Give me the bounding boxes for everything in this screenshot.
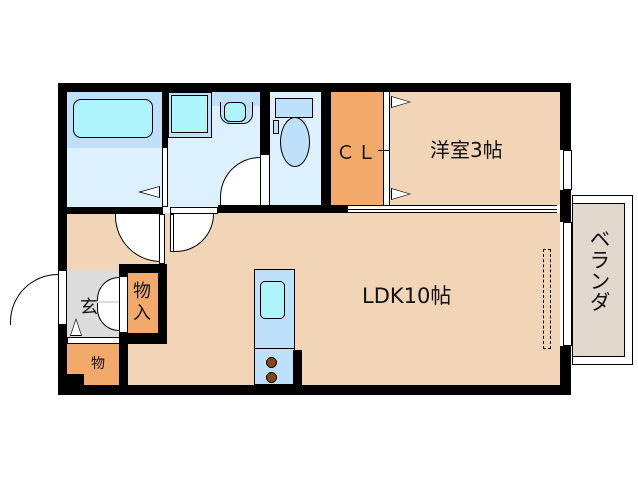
burner-icon-2 (266, 372, 277, 383)
closet-door-panel[interactable] (383, 92, 390, 205)
wall-left-lower (58, 325, 67, 395)
storage-1-floor (128, 273, 158, 333)
wall-wet-ldk-1 (58, 207, 163, 214)
washroom-door[interactable] (170, 207, 218, 214)
western-room-floor (390, 92, 560, 205)
ldk-door-left[interactable] (159, 214, 165, 264)
wall-toilet-closet (321, 92, 331, 213)
kitchen-sink-icon (260, 281, 285, 319)
washing-machine-icon (171, 95, 208, 133)
wall-bath-washroom (162, 92, 168, 147)
entrance-label: 玄 (80, 297, 98, 318)
wall-top (58, 83, 571, 92)
bathtub-icon (73, 99, 153, 138)
toilet-door[interactable] (260, 154, 270, 207)
sliding-door-divider (347, 209, 557, 210)
wall-storage1-bottom (119, 333, 167, 344)
front-door[interactable] (58, 270, 67, 325)
storage-1-door[interactable] (119, 276, 128, 333)
ldk-door-right[interactable] (170, 214, 174, 252)
entrance-step (67, 337, 121, 344)
ldk-label: LDK10帖 (362, 284, 452, 308)
wall-kitchen-stub (293, 350, 302, 390)
wall-left-upper (58, 83, 67, 270)
wall-right-mid (560, 190, 571, 222)
aircon-outline (543, 249, 551, 349)
veranda-label: ベランダ (587, 228, 611, 312)
storage-1-label: 物入 (133, 281, 151, 324)
storage-2-label: 物 (91, 356, 105, 372)
western-room-window[interactable] (563, 150, 572, 190)
wall-storage2-notch (58, 374, 84, 395)
wall-storage1-top (119, 264, 167, 273)
wall-storage1-left (119, 264, 128, 276)
wall-wet-ldk-2 (218, 205, 348, 213)
front-door-swing-icon[interactable] (10, 274, 58, 325)
shoe-rack-mark-inner (71, 320, 81, 335)
closet-floor (331, 92, 383, 205)
veranda-floor (572, 203, 625, 357)
western-room-label: 洋室3帖 (430, 138, 503, 162)
closet-label: ＣＬ (336, 142, 379, 164)
wall-washroom-toilet (260, 92, 270, 154)
basin-icon (224, 102, 246, 122)
toilet-paper-icon (273, 120, 279, 134)
burner-icon-1 (266, 357, 277, 368)
wall-right-bottom (560, 346, 571, 395)
closet-door-handle (378, 150, 390, 151)
veranda-window[interactable] (563, 222, 572, 346)
toilet-tank-icon (275, 98, 313, 118)
closet-door-mark-top-inner (392, 97, 409, 107)
wall-storage1-right (158, 264, 167, 344)
wall-storage2-right (119, 344, 128, 390)
wall-bottom (58, 385, 571, 395)
closet-door-mark-bottom-inner (392, 189, 409, 199)
bath-door[interactable] (162, 147, 168, 207)
bath-door-mark-inner (141, 187, 159, 197)
toilet-bowl-icon (280, 117, 310, 167)
wall-right-top (560, 83, 571, 150)
